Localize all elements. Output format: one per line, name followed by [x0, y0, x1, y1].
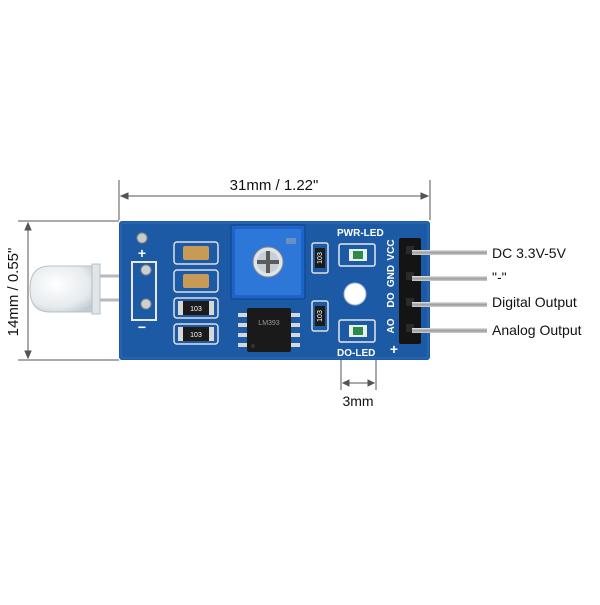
pin-label-digital: Digital Output	[492, 294, 577, 310]
capacitor-1	[173, 241, 219, 265]
pwr-led-label: PWR-LED	[337, 228, 384, 239]
pwr-resistor	[311, 242, 329, 274]
pin-label-vcc: DC 3.3V-5V	[492, 245, 566, 261]
pin-label-analog: Analog Output	[492, 322, 582, 338]
plus-label: +	[138, 245, 146, 261]
capacitor-2	[173, 269, 219, 293]
do-led-label: DO-LED	[337, 348, 375, 359]
pin-do-label: DO	[386, 292, 397, 307]
led-solder-frame	[131, 261, 157, 321]
resistor-2	[173, 323, 219, 345]
mounting-hole-small	[136, 232, 148, 244]
minus-label: −	[138, 319, 146, 335]
pin-vcc-label: VCC	[386, 239, 397, 260]
resistor-1	[173, 297, 219, 319]
resistor-1-marking: 103	[190, 306, 202, 313]
pin-gnd-label: GND	[386, 265, 397, 287]
potentiometer	[230, 224, 306, 300]
header-pins	[412, 250, 487, 333]
lm393-chip	[238, 308, 300, 352]
chip-marking: LM393	[258, 320, 280, 327]
do-led	[338, 319, 376, 343]
mounting-hole-large	[343, 282, 367, 306]
resistor-2-marking: 103	[190, 332, 202, 339]
width-dimension	[118, 180, 431, 220]
pin-ao-label: AO	[386, 318, 397, 333]
do-resistor-marking: 103	[317, 310, 324, 322]
height-dimension-label: 14mm / 0.55"	[5, 248, 22, 337]
pwr-led	[338, 243, 376, 267]
do-resistor	[311, 300, 329, 332]
pin-header	[399, 238, 421, 344]
pin-label-gnd: "-"	[492, 269, 507, 285]
pwr-resistor-marking: 103	[317, 252, 324, 264]
header-plus-label: +	[390, 341, 398, 357]
width-dimension-label: 31mm / 1.22"	[230, 177, 319, 194]
spacing-dimension-label: 3mm	[342, 393, 373, 409]
height-dimension	[18, 220, 119, 361]
ir-led	[29, 263, 101, 315]
